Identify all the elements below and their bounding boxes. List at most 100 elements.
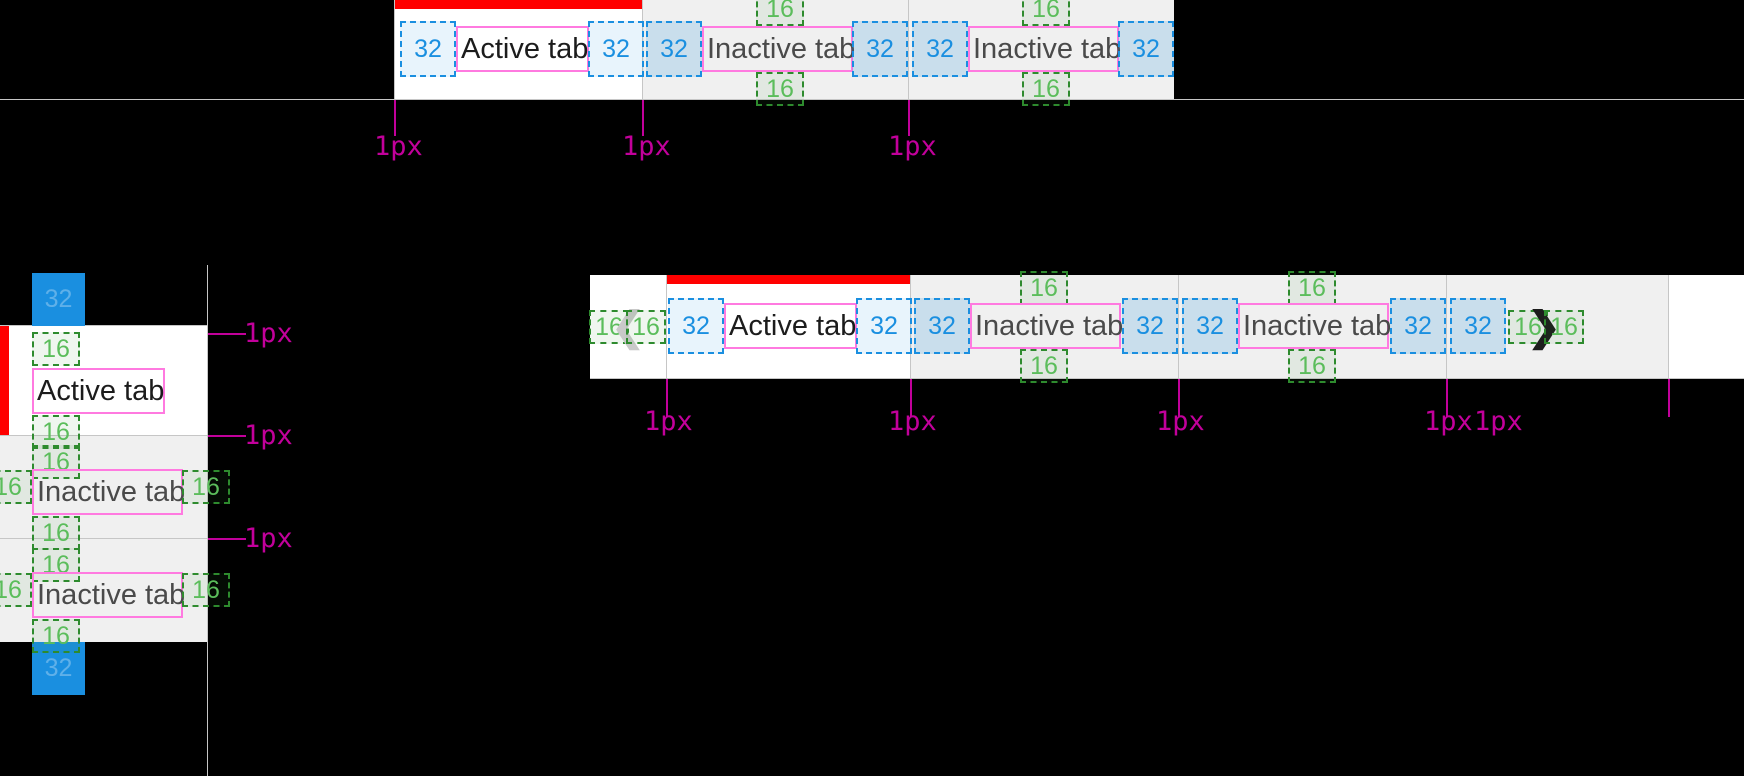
scroll-strip-bottom-edge [590, 378, 1744, 379]
vtab-inactive2-background [0, 539, 207, 642]
vtab-divider-3 [0, 538, 207, 539]
top-tab2-label-box[interactable]: Inactive tab [702, 26, 856, 72]
scroll-tab1-label-box[interactable]: Active tab [724, 303, 857, 349]
pad-value: 16 [192, 472, 220, 501]
scroll-tab2-pad-top: 16 [1020, 271, 1068, 305]
pad-value: 16 [42, 417, 70, 446]
vtab1-pad-bottom: 16 [32, 415, 80, 449]
top-callout-label-1: 1px [374, 131, 423, 162]
scroll-tab2-pad-left: 32 [914, 298, 970, 354]
vtab-divider-2 [0, 435, 207, 436]
scroll-tab3-pad-right: 32 [1390, 298, 1446, 354]
top-tab2-pad-right: 32 [852, 21, 908, 77]
tab-label: Inactive tab [1243, 309, 1392, 342]
top-active-accent-bar [394, 0, 642, 9]
pad-value: 32 [1464, 311, 1492, 340]
scroll-callout-tick-2 [910, 379, 912, 417]
vtab-callout-tick-3 [208, 538, 246, 540]
pad-value: 32 [1136, 311, 1164, 340]
vtab-edge-square-top: 32 [32, 273, 85, 326]
vtab2-label-box[interactable]: Inactive tab [32, 469, 186, 515]
vtab-divider-1 [0, 325, 207, 326]
top-tab3-label-box[interactable]: Inactive tab [968, 26, 1121, 72]
pad-value: 16 [0, 472, 22, 501]
pad-value: 32 [1132, 34, 1160, 63]
vtab-inactive1-background [0, 436, 207, 538]
pad-value: 16 [1030, 273, 1058, 302]
top-tab1-label-box[interactable]: Active tab [456, 26, 589, 72]
pad-value: 32 [928, 311, 956, 340]
top-callout-label-2: 1px [622, 131, 671, 162]
pad-value: 16 [1298, 351, 1326, 380]
scroll-tab1-pad-right: 32 [856, 298, 912, 354]
pad-value: 16 [766, 74, 794, 103]
scroll-active-accent-bar [666, 275, 910, 284]
scroll-tab3-pad-bottom: 16 [1288, 349, 1336, 383]
scroll-tab4-pad-left: 32 [1450, 298, 1506, 354]
scroll-right-pad-right: 16 [1544, 310, 1584, 344]
pad-value: 32 [660, 34, 688, 63]
tab-label: Inactive tab [37, 475, 186, 508]
pad-value: 32 [1196, 311, 1224, 340]
vtab-callout-tick-1 [208, 333, 246, 335]
panel-left-vertical-tabs: 32 32 16 Active tab 16 16 16 Inactive ta… [0, 265, 300, 776]
scroll-callout-label-2: 1px [888, 406, 937, 437]
scroll-callout-label-5: 1px [1474, 406, 1523, 437]
vtab3-label-box[interactable]: Inactive tab [32, 572, 185, 618]
scroll-callout-tick-4 [1446, 379, 1448, 417]
tab-label: Inactive tab [707, 32, 856, 65]
top-tab2-pad-bottom: 16 [756, 72, 804, 106]
pad-value: 32 [682, 311, 710, 340]
vtab-callout-label-1: 1px [244, 318, 293, 349]
pad-value: 16 [1298, 273, 1326, 302]
pad-value: 32 [866, 34, 894, 63]
pad-value: 16 [0, 575, 22, 604]
scroll-tab3-label-box[interactable]: Inactive tab [1238, 303, 1392, 349]
scroll-callout-label-3: 1px [1156, 406, 1205, 437]
scroll-callout-tick-1 [666, 379, 668, 417]
top-callout-tick-2 [642, 100, 644, 136]
vtab3-pad-right: 16 [182, 573, 230, 607]
scroll-tab2-pad-bottom: 16 [1020, 349, 1068, 383]
pad-value: 16 [595, 312, 623, 341]
top-tab1-pad-left: 32 [400, 21, 456, 77]
top-callout-tick-1 [394, 100, 396, 136]
square-value: 32 [44, 654, 73, 682]
pad-value: 16 [1514, 312, 1542, 341]
vtab1-label-box[interactable]: Active tab [32, 368, 165, 414]
scroll-tab-active-background [666, 275, 910, 378]
pad-value: 32 [870, 311, 898, 340]
scroll-callout-label-1: 1px [644, 406, 693, 437]
scroll-divider-3 [1178, 275, 1179, 378]
scroll-left-pad-left: 16 [589, 310, 629, 344]
pad-value: 16 [42, 518, 70, 547]
vtab-edge-square-bottom: 32 [32, 642, 85, 695]
vtab2-pad-left: 16 [0, 470, 32, 504]
top-tab2-pad-top: 16 [756, 0, 804, 26]
top-tab3-pad-left: 32 [912, 21, 968, 77]
scroll-tab1-pad-left: 32 [668, 298, 724, 354]
pad-value: 16 [1032, 74, 1060, 103]
top-strip-bottom-edge [0, 99, 1744, 100]
vtab2-pad-right: 16 [182, 470, 230, 504]
tab-label: Inactive tab [975, 309, 1124, 342]
scroll-callout-tick-5 [1668, 379, 1670, 417]
vtab2-pad-bottom: 16 [32, 516, 80, 550]
top-callout-tick-3 [908, 100, 910, 136]
vtab3-pad-left: 16 [0, 573, 32, 607]
scroll-tab2-label-box[interactable]: Inactive tab [970, 303, 1124, 349]
pad-value: 16 [1032, 0, 1060, 23]
chevron-left-icon[interactable]: ❮ [611, 306, 645, 348]
scroll-callout-label-4: 1px [1424, 406, 1473, 437]
top-tab-active-background [394, 0, 642, 99]
vtab-callout-tick-2 [208, 435, 246, 437]
scroll-divider-5 [1668, 275, 1669, 378]
top-tab3-pad-top: 16 [1022, 0, 1070, 26]
pad-value: 16 [192, 575, 220, 604]
pad-value: 16 [632, 312, 660, 341]
vtab-right-edge [207, 265, 208, 776]
scroll-divider-4 [1446, 275, 1447, 378]
top-divider-3 [908, 0, 909, 99]
vtab-callout-label-3: 1px [244, 523, 293, 554]
